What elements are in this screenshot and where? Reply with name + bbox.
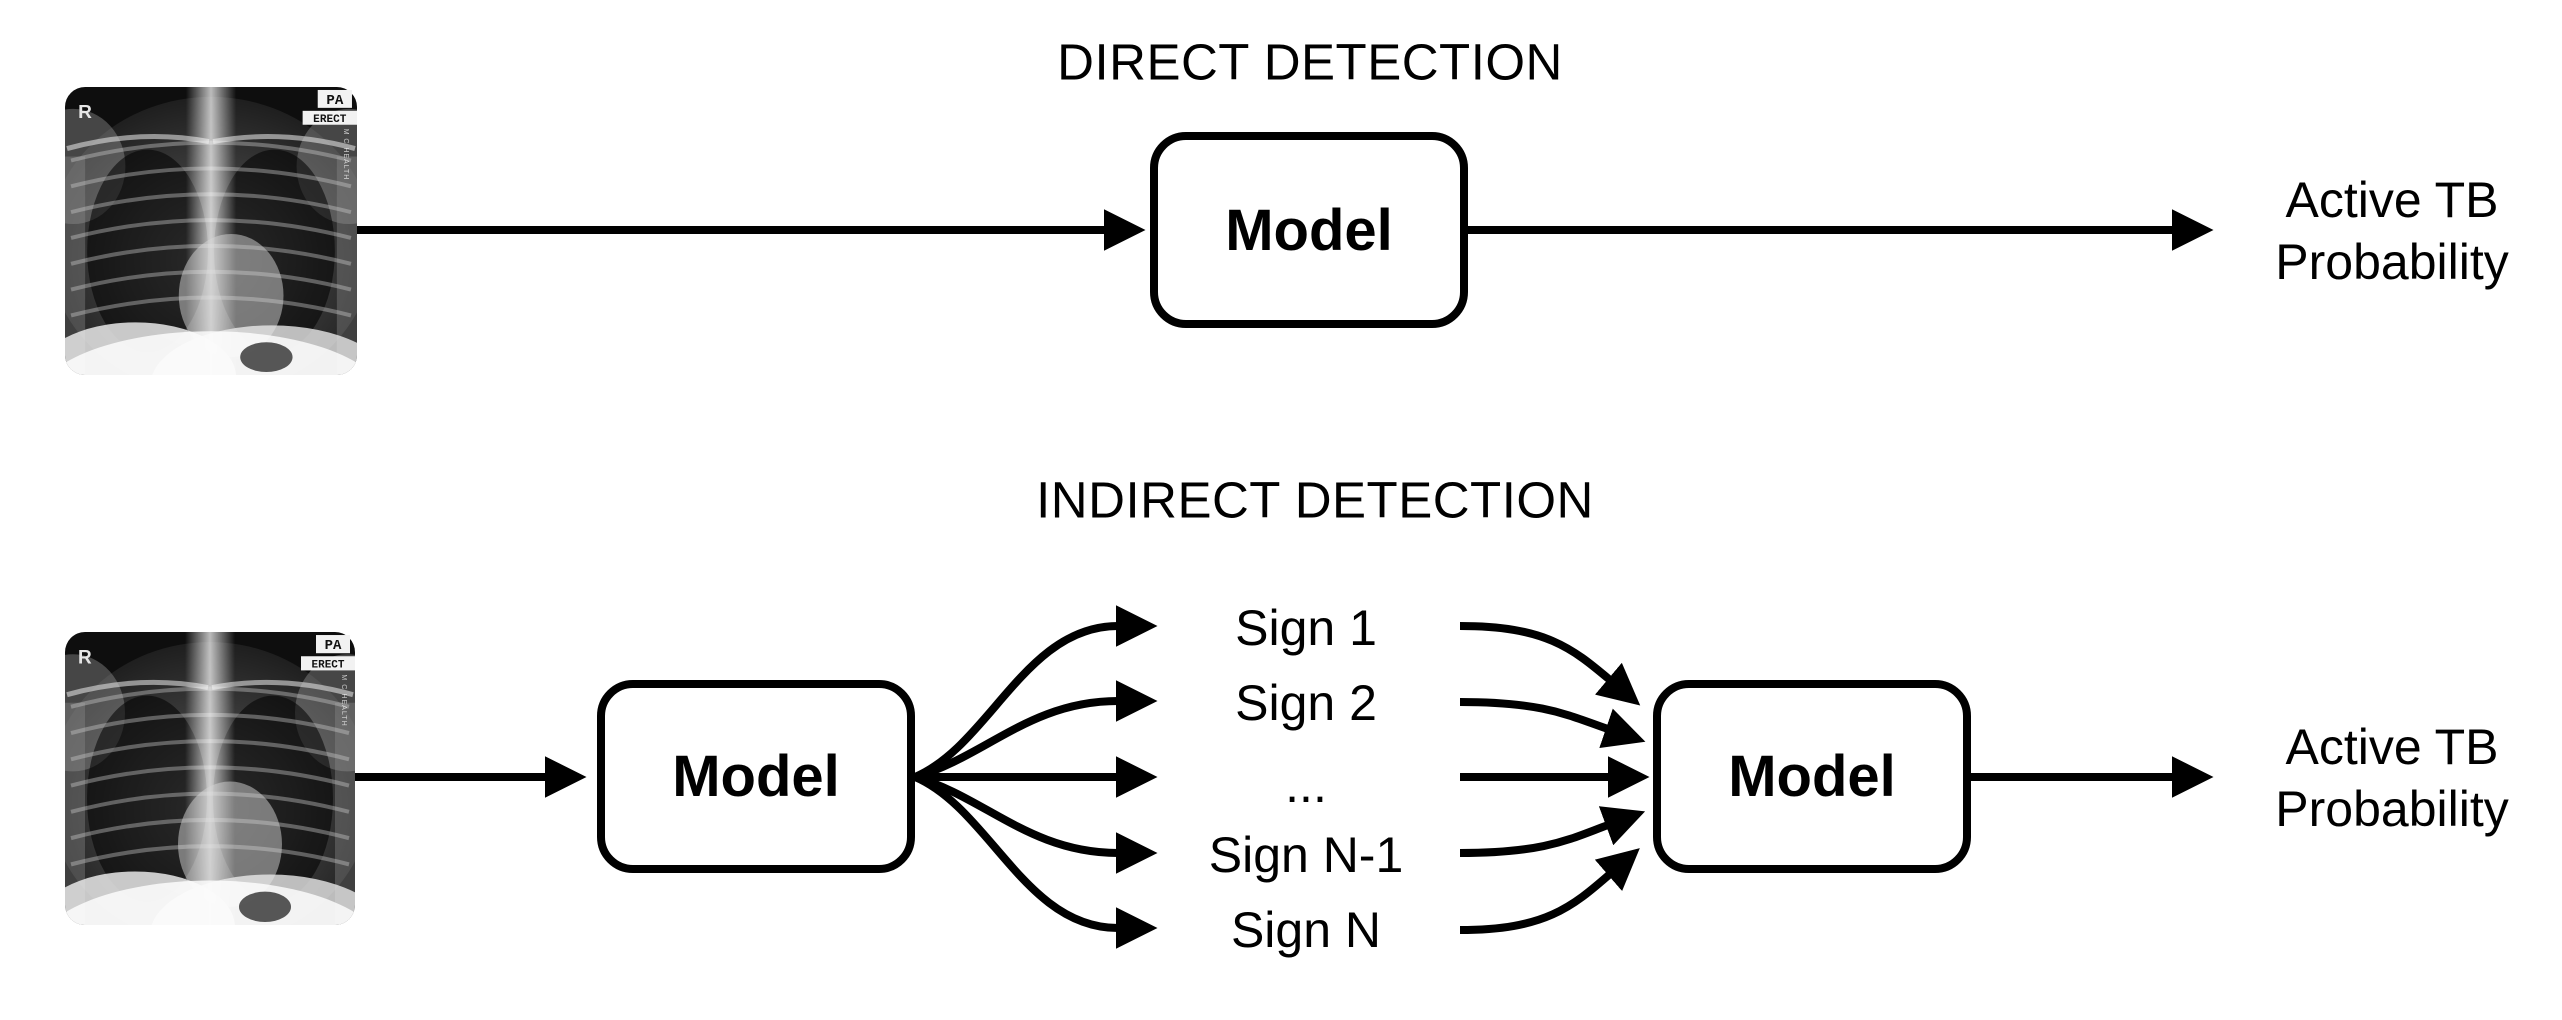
direct-output-label: Active TB Probability [2275,169,2508,293]
direct-output-line2: Probability [2275,234,2509,290]
indirect-section-title: INDIRECT DETECTION [1036,471,1594,529]
fanin-arrow-sign-n-1 [1459,806,1646,857]
fanout-arrow-sign-2 [913,680,1158,781]
chest-xray-image-direct: R PA ERECT M C HEALTH [65,87,357,375]
xray-position-badge: ERECT [302,110,357,126]
sign-label-1: Sign 1 [1235,600,1377,656]
fanout-arrow-sign-n [913,773,1158,949]
svg-text:PA: PA [326,93,344,109]
xray-view-badge: PA [317,89,352,109]
indirect-classifier-model-box: Model [1653,680,1971,873]
fanin-arrow-sign-1 [1459,622,1641,706]
indirect-extractor-model-box: Model [597,680,915,873]
sign-label-n-1: Sign N-1 [1208,827,1404,883]
indirect-output-line2: Probability [2275,781,2509,837]
fanout-arrow-sign-1 [913,605,1158,781]
direct-model-box: Model [1150,132,1468,328]
chest-xray-image-indirect: R PA ERECT M C HEALTH [65,632,355,925]
xray-view-badge: PA [316,635,350,654]
indirect-classifier-model-label: Model [1728,744,1896,809]
xray-side-marker: R [78,102,92,123]
direct-output-line1: Active TB [2285,172,2499,228]
sign-label-ellipsis: ... [1285,757,1327,813]
fanin-arrow-sign-2 [1459,698,1646,749]
xray-watermark: M C HEALTH [340,674,347,726]
svg-text:ERECT: ERECT [313,114,347,126]
indirect-extractor-model-label: Model [672,744,840,809]
sign-label-2: Sign 2 [1235,675,1377,731]
svg-text:PA: PA [325,638,342,654]
fanin-arrow-sign-n [1459,848,1640,934]
indirect-output-line1: Active TB [2285,719,2499,775]
xray-position-badge: ERECT [301,656,355,671]
xray-watermark: M C HEALTH [342,129,349,181]
indirect-output-label: Active TB Probability [2275,716,2508,840]
direct-section-title: DIRECT DETECTION [1057,33,1563,91]
svg-text:ERECT: ERECT [312,659,345,671]
sign-label-n: Sign N [1230,902,1382,958]
xray-side-marker: R [78,647,92,668]
fanout-arrow-sign-n-1 [913,773,1158,874]
direct-model-label: Model [1225,197,1393,263]
